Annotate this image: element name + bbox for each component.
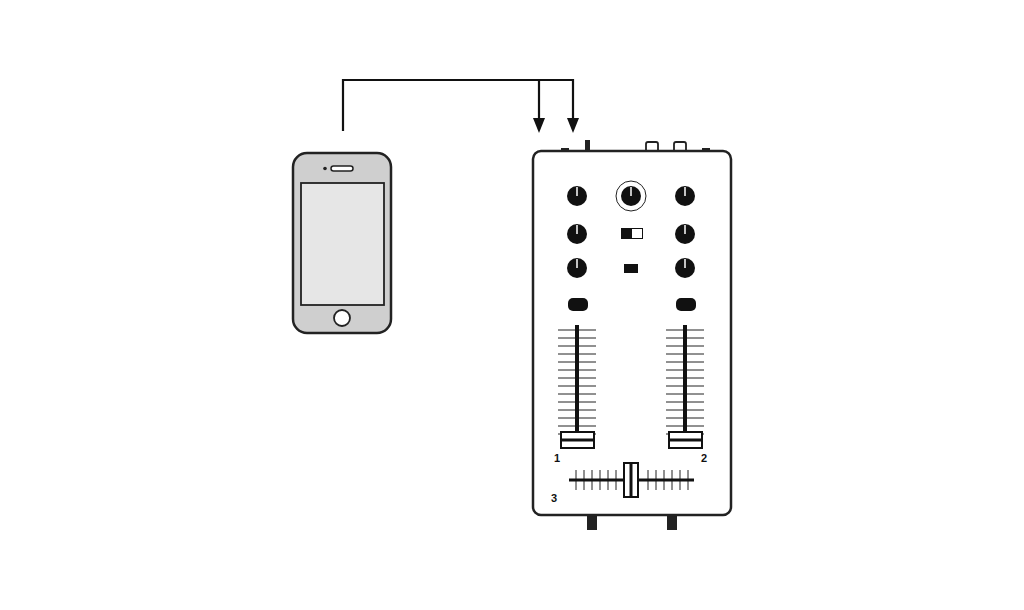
knob bbox=[675, 258, 695, 278]
knob-indicator bbox=[576, 225, 578, 234]
callout-number: 3 bbox=[551, 493, 557, 504]
knob-indicator bbox=[684, 187, 686, 196]
knob bbox=[567, 258, 587, 278]
callout-number: 2 bbox=[701, 453, 707, 464]
knob-indicator bbox=[684, 259, 686, 268]
arrowhead bbox=[533, 118, 545, 133]
arrowhead bbox=[567, 118, 579, 133]
knob-indicator bbox=[576, 259, 578, 268]
knob bbox=[675, 224, 695, 244]
knob bbox=[567, 224, 587, 244]
knob bbox=[675, 186, 695, 206]
phone bbox=[293, 153, 391, 333]
knob-indicator bbox=[684, 225, 686, 234]
knob bbox=[567, 186, 587, 206]
callout-number: 1 bbox=[554, 453, 560, 464]
mixer bbox=[533, 140, 731, 530]
knob-indicator bbox=[576, 187, 578, 196]
